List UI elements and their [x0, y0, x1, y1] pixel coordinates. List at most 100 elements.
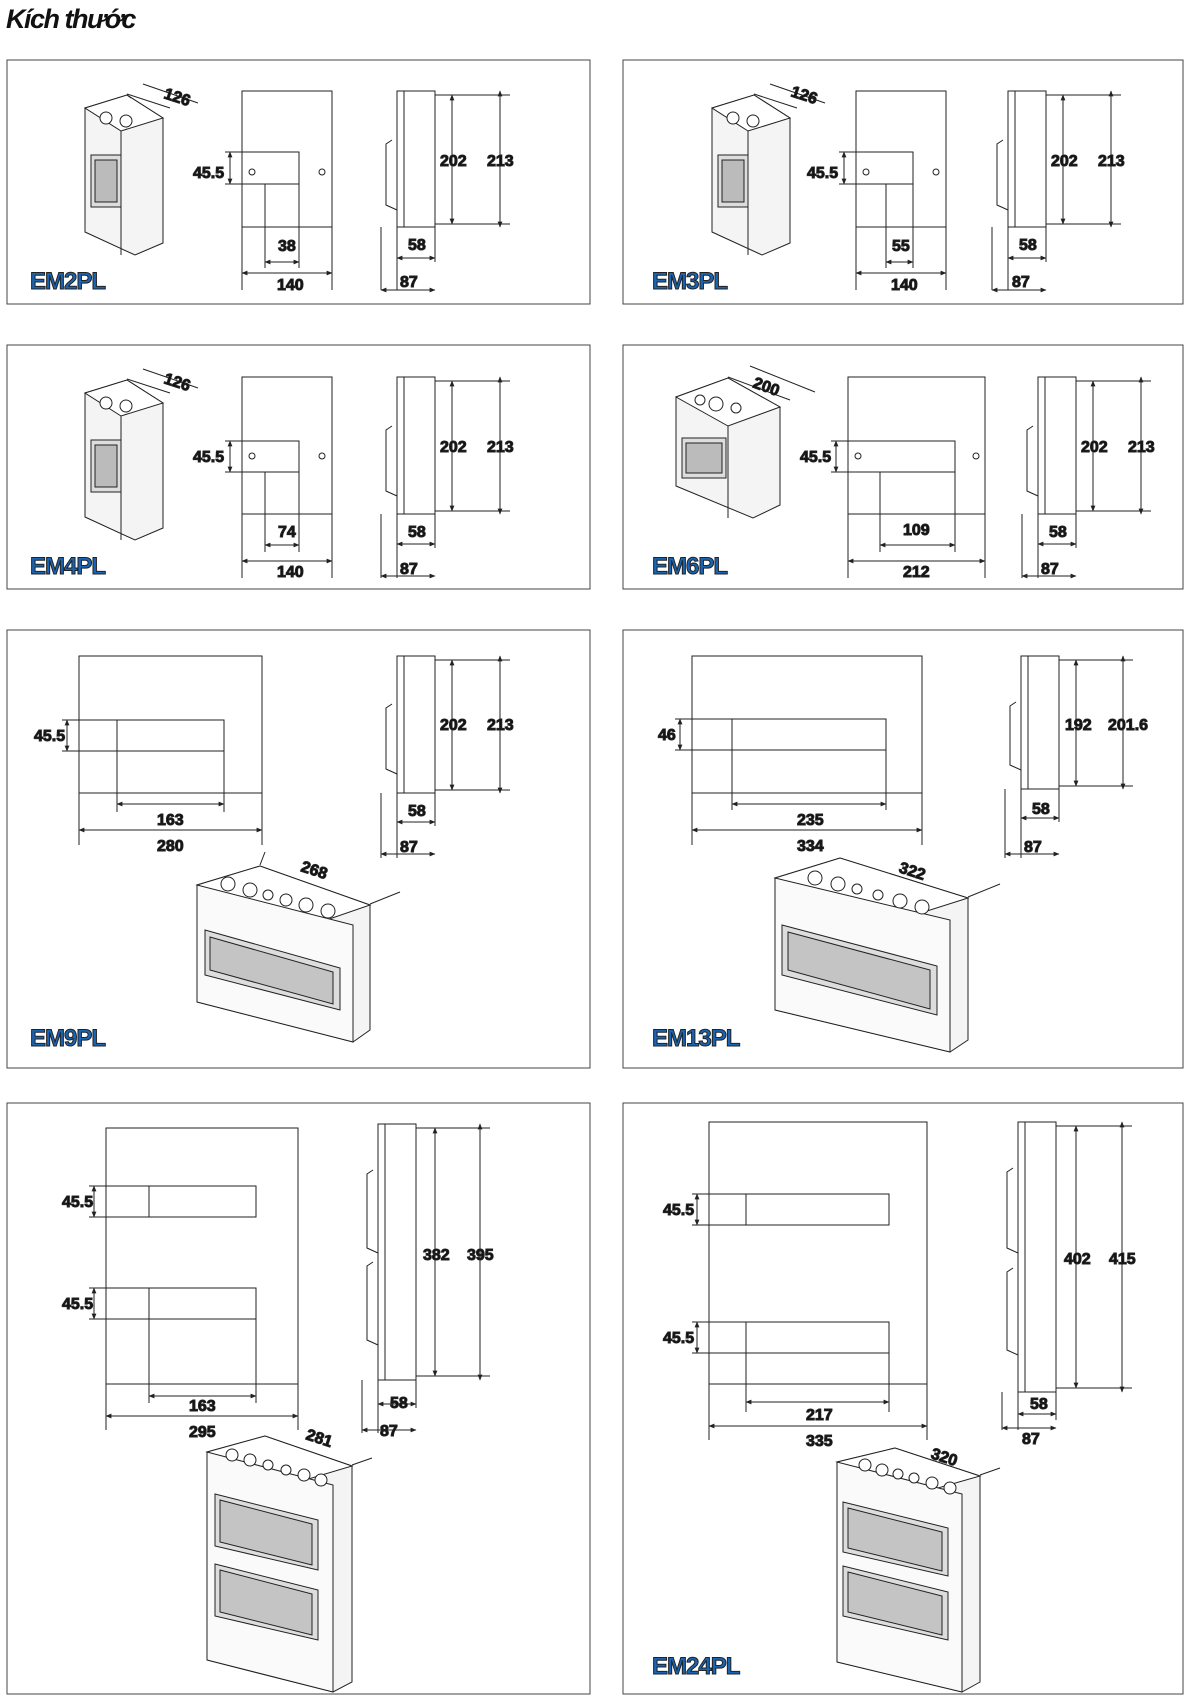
side-view — [380, 376, 510, 579]
inner-height-dim: 202 — [1051, 153, 1078, 170]
outer-depth-dim: 87 — [400, 274, 418, 291]
depth-dim: 281 — [304, 1427, 335, 1451]
front-view — [692, 1121, 928, 1440]
inner-depth-dim: 58 — [408, 237, 426, 254]
outer-height-dim: 213 — [487, 717, 514, 734]
height-offset-dim: 46 — [658, 727, 676, 744]
panel-em24pl: 45.5 45.5 217 335 402 415 58 87 — [622, 1102, 1184, 1695]
enclosure-iso-drawing — [83, 94, 165, 256]
inner-depth-dim: 58 — [1049, 524, 1067, 541]
outer-width-dim: 334 — [797, 838, 824, 855]
side-view — [1001, 1121, 1132, 1431]
side-view — [361, 1123, 490, 1433]
model-label: EM4PL — [30, 553, 105, 580]
panel-frame — [622, 344, 1184, 590]
outer-depth-dim: 87 — [380, 1423, 398, 1440]
outer-height-dim: 213 — [1128, 439, 1155, 456]
depth-dim: 268 — [299, 859, 330, 883]
front-view — [675, 655, 923, 845]
panel-unlabeled: 45.5 45.5 163 295 382 395 58 87 — [6, 1102, 591, 1695]
model-label: EM9PL — [30, 1025, 105, 1052]
panel-frame — [6, 629, 591, 1069]
height-offset-dim: 45.5 — [663, 1202, 694, 1219]
outer-depth-dim: 87 — [400, 561, 418, 578]
inner-depth-dim: 58 — [408, 803, 426, 820]
side-view — [1021, 376, 1151, 579]
outer-height-dim: 395 — [467, 1247, 494, 1264]
inner-height-dim: 202 — [440, 717, 467, 734]
outer-width-dim: 140 — [277, 277, 304, 294]
inner-width-dim: 163 — [157, 812, 184, 829]
model-label: EM13PL — [652, 1025, 740, 1052]
outer-depth-dim: 87 — [1022, 1431, 1040, 1448]
panel-em13pl: 46 235 334 192 201.6 58 87 322 EM13PL — [622, 629, 1184, 1069]
inner-width-dim: 38 — [278, 238, 296, 255]
outer-width-dim: 280 — [157, 838, 184, 855]
inner-width-dim: 55 — [892, 238, 910, 255]
outer-height-dim: 213 — [1098, 153, 1125, 170]
panel-frame — [6, 59, 591, 305]
enclosure-iso-drawing — [710, 94, 792, 256]
front-view — [831, 376, 986, 578]
model-label: EM6PL — [652, 553, 727, 580]
panel-frame — [622, 1102, 1184, 1695]
outer-depth-dim: 87 — [1012, 274, 1030, 291]
model-label: EM24PL — [652, 1653, 740, 1680]
depth-dim: 126 — [789, 84, 820, 108]
inner-width-dim: 109 — [903, 522, 930, 539]
outer-width-dim: 140 — [891, 277, 918, 294]
side-view — [1004, 655, 1133, 858]
outer-width-dim: 140 — [277, 564, 304, 581]
inner-depth-dim: 58 — [390, 1395, 408, 1412]
outer-width-dim: 212 — [903, 564, 930, 581]
front-view — [839, 90, 947, 290]
front-view — [62, 655, 263, 845]
front-view — [225, 90, 333, 290]
outer-height-dim: 213 — [487, 153, 514, 170]
height-offset-dim: 45.5 — [807, 165, 838, 182]
inner-depth-dim: 58 — [1032, 801, 1050, 818]
inner-height-dim: 192 — [1065, 717, 1092, 734]
panel-frame — [6, 1102, 591, 1695]
panel-frame — [6, 344, 591, 590]
inner-width-dim: 235 — [797, 812, 824, 829]
enclosure-iso-drawing — [205, 1435, 354, 1693]
outer-depth-dim: 87 — [1041, 561, 1059, 578]
inner-depth-dim: 58 — [408, 524, 426, 541]
height-offset-dim: 45.5 — [34, 728, 65, 745]
inner-width-dim: 217 — [806, 1407, 833, 1424]
height-offset-dim-2: 45.5 — [663, 1330, 694, 1347]
outer-width-dim: 335 — [806, 1433, 833, 1450]
side-view — [991, 90, 1121, 293]
inner-height-dim: 382 — [423, 1247, 450, 1264]
model-label: EM3PL — [652, 268, 727, 295]
height-offset-dim: 45.5 — [193, 165, 224, 182]
panel-em9pl: 45.5 163 280 202 213 58 87 268 EM — [6, 629, 591, 1069]
inner-height-dim: 202 — [440, 153, 467, 170]
enclosure-iso-drawing — [83, 379, 165, 541]
outer-width-dim: 295 — [189, 1424, 216, 1441]
enclosure-iso-drawing — [195, 865, 372, 1043]
panel-em4pl: 126 45.5 74 140 202 213 58 87 — [6, 344, 591, 590]
height-offset-dim: 45.5 — [800, 449, 831, 466]
outer-height-dim: 213 — [487, 439, 514, 456]
inner-depth-dim: 58 — [1030, 1396, 1048, 1413]
inner-height-dim: 202 — [440, 439, 467, 456]
front-view — [225, 376, 333, 578]
height-offset-dim: 45.5 — [62, 1194, 93, 1211]
outer-depth-dim: 87 — [400, 839, 418, 856]
inner-height-dim: 202 — [1081, 439, 1108, 456]
outer-height-dim: 201.6 — [1108, 717, 1148, 734]
panel-em2pl: 126 45.5 38 140 202 213 58 — [6, 59, 591, 305]
panel-em6pl: 200 45.5 109 212 202 213 58 87 — [622, 344, 1184, 590]
front-view — [89, 1127, 299, 1430]
side-view — [380, 90, 510, 293]
panel-em3pl: 126 45.5 55 140 202 213 58 87 — [622, 59, 1184, 305]
inner-width-dim: 74 — [278, 524, 296, 541]
inner-depth-dim: 58 — [1019, 237, 1037, 254]
panel-frame — [622, 59, 1184, 305]
page-title: Kích thước — [6, 4, 136, 34]
enclosure-iso-drawing — [773, 857, 970, 1053]
enclosure-iso-drawing — [835, 1447, 982, 1693]
